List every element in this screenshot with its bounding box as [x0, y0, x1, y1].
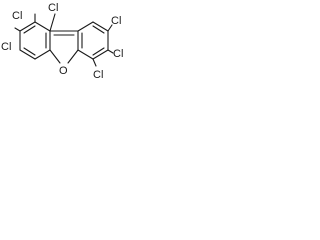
chlorine-atom-label: Cl	[111, 15, 121, 27]
bond-left-5	[19, 49, 36, 60]
bond-left-2	[34, 21, 51, 32]
double-bond-left-c	[23, 47, 36, 56]
substituent-bonds	[14, 13, 114, 67]
bond-right-5	[77, 49, 94, 60]
bond-right-2	[92, 21, 109, 32]
right-benzene-ring	[77, 21, 109, 60]
bond-furan-left-o	[49, 49, 61, 64]
bond-right-1	[77, 21, 94, 32]
bond-furan-right-o	[67, 49, 79, 64]
bond-to-cl-3	[14, 27, 21, 32]
bond-right-4	[92, 49, 109, 60]
bond-to-cl-1	[49, 13, 56, 32]
hexachlorodibenzofuran-structure: Cl Cl Cl O Cl Cl Cl	[1, 2, 123, 81]
bond-left-4	[34, 49, 51, 60]
chlorine-atom-label: Cl	[48, 2, 58, 14]
double-bond-right-a	[92, 25, 105, 34]
left-benzene-ring	[19, 21, 51, 60]
bond-to-cl-7	[107, 49, 114, 54]
bond-to-cl-8	[107, 24, 113, 32]
double-bond-left-a	[23, 25, 36, 34]
chlorine-atom-label: Cl	[113, 48, 123, 60]
chlorine-atom-label: Cl	[1, 41, 11, 53]
oxygen-atom-label: O	[59, 65, 68, 77]
chlorine-atom-label: Cl	[93, 69, 103, 81]
bond-to-cl-6	[92, 58, 97, 67]
double-bond-right-b	[92, 47, 105, 56]
chlorine-atom-label: Cl	[12, 10, 22, 22]
furan-ring	[49, 30, 79, 64]
bond-left-1	[19, 21, 36, 32]
